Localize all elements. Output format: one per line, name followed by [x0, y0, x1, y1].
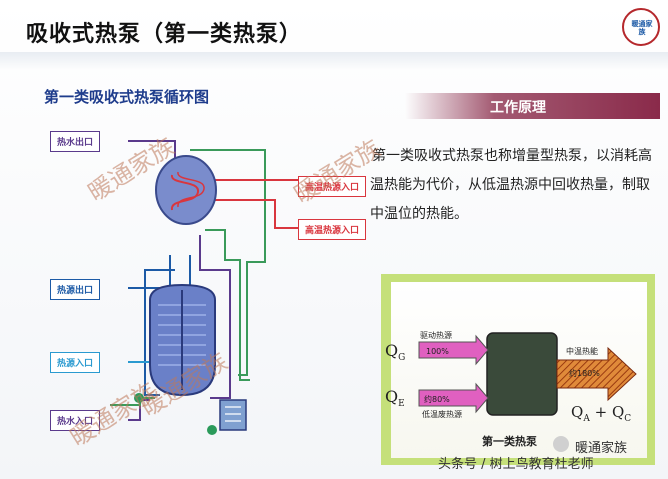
- principle-banner: [405, 93, 660, 119]
- label-qg: QG: [385, 341, 406, 364]
- label-qe: QE: [385, 387, 405, 410]
- pipe-hot-steam-2: [205, 199, 300, 229]
- arrow-mid-temp-heat: [556, 346, 637, 402]
- pump-left: [134, 393, 144, 403]
- pipe-green-mid: [205, 229, 250, 381]
- label-drive-source: 驱动热源: [420, 331, 452, 340]
- pump-right: [207, 425, 217, 435]
- label-low-temp: 低温废热源: [422, 410, 462, 419]
- pipe-purple-long: [199, 235, 231, 399]
- pipe-blue-left: [144, 269, 175, 396]
- energy-diagram-caption: 第一类热泵: [482, 435, 537, 448]
- label-hot-steam-in-2: 高温热源入口: [298, 219, 367, 240]
- generator-coil: [171, 174, 199, 211]
- logo-text: 暖通家族: [631, 20, 653, 36]
- principle-label: 工作原理: [490, 100, 546, 116]
- label-mid-temp: 中温热能: [566, 347, 598, 356]
- label-hot-water-in: 热水入口: [50, 410, 101, 431]
- arrow-low-temp-heat: [418, 382, 489, 414]
- principle-description: 第一类吸收式热泵也称增量型热泵，以消耗高温热能为代价，从低温热源中回收热量，制取…: [370, 148, 652, 222]
- heat-exchanger: [219, 399, 247, 431]
- pipe-hot-water-in: [128, 399, 150, 421]
- pipe-green-top: [190, 149, 266, 376]
- label-heat-source-in: 热源入口: [50, 352, 101, 373]
- generator-coil-2: [177, 171, 205, 208]
- page-title: 吸收式热泵（第一类热泵）: [26, 22, 303, 47]
- label-pct-80: 约80%: [424, 395, 450, 404]
- cycle-diagram-title: 第一类吸收式热泵循环图: [44, 88, 210, 106]
- label-heat-source-out: 热源出口: [50, 279, 101, 300]
- brand-avatar-icon: [553, 436, 569, 452]
- title-underline: [0, 52, 668, 70]
- footer-source: 头条号 / 树上鸟教育杜老师: [438, 457, 594, 472]
- label-hot-steam-in-1: 高温热源入口: [298, 176, 367, 197]
- label-qa-qc: QA + QC: [571, 403, 632, 424]
- label-hot-water-out: 热水出口: [50, 131, 101, 152]
- label-pct-180: 约180%: [569, 369, 600, 378]
- heat-exchanger-coil: [225, 406, 241, 422]
- label-pct-100: 100%: [426, 347, 449, 356]
- heat-pump-block: [486, 332, 558, 416]
- brand-logo: 暖通家族: [622, 8, 660, 46]
- generator-vessel: [155, 155, 217, 225]
- arrow-drive-heat: [418, 334, 489, 366]
- footer-brand: 暖通家族: [575, 441, 628, 456]
